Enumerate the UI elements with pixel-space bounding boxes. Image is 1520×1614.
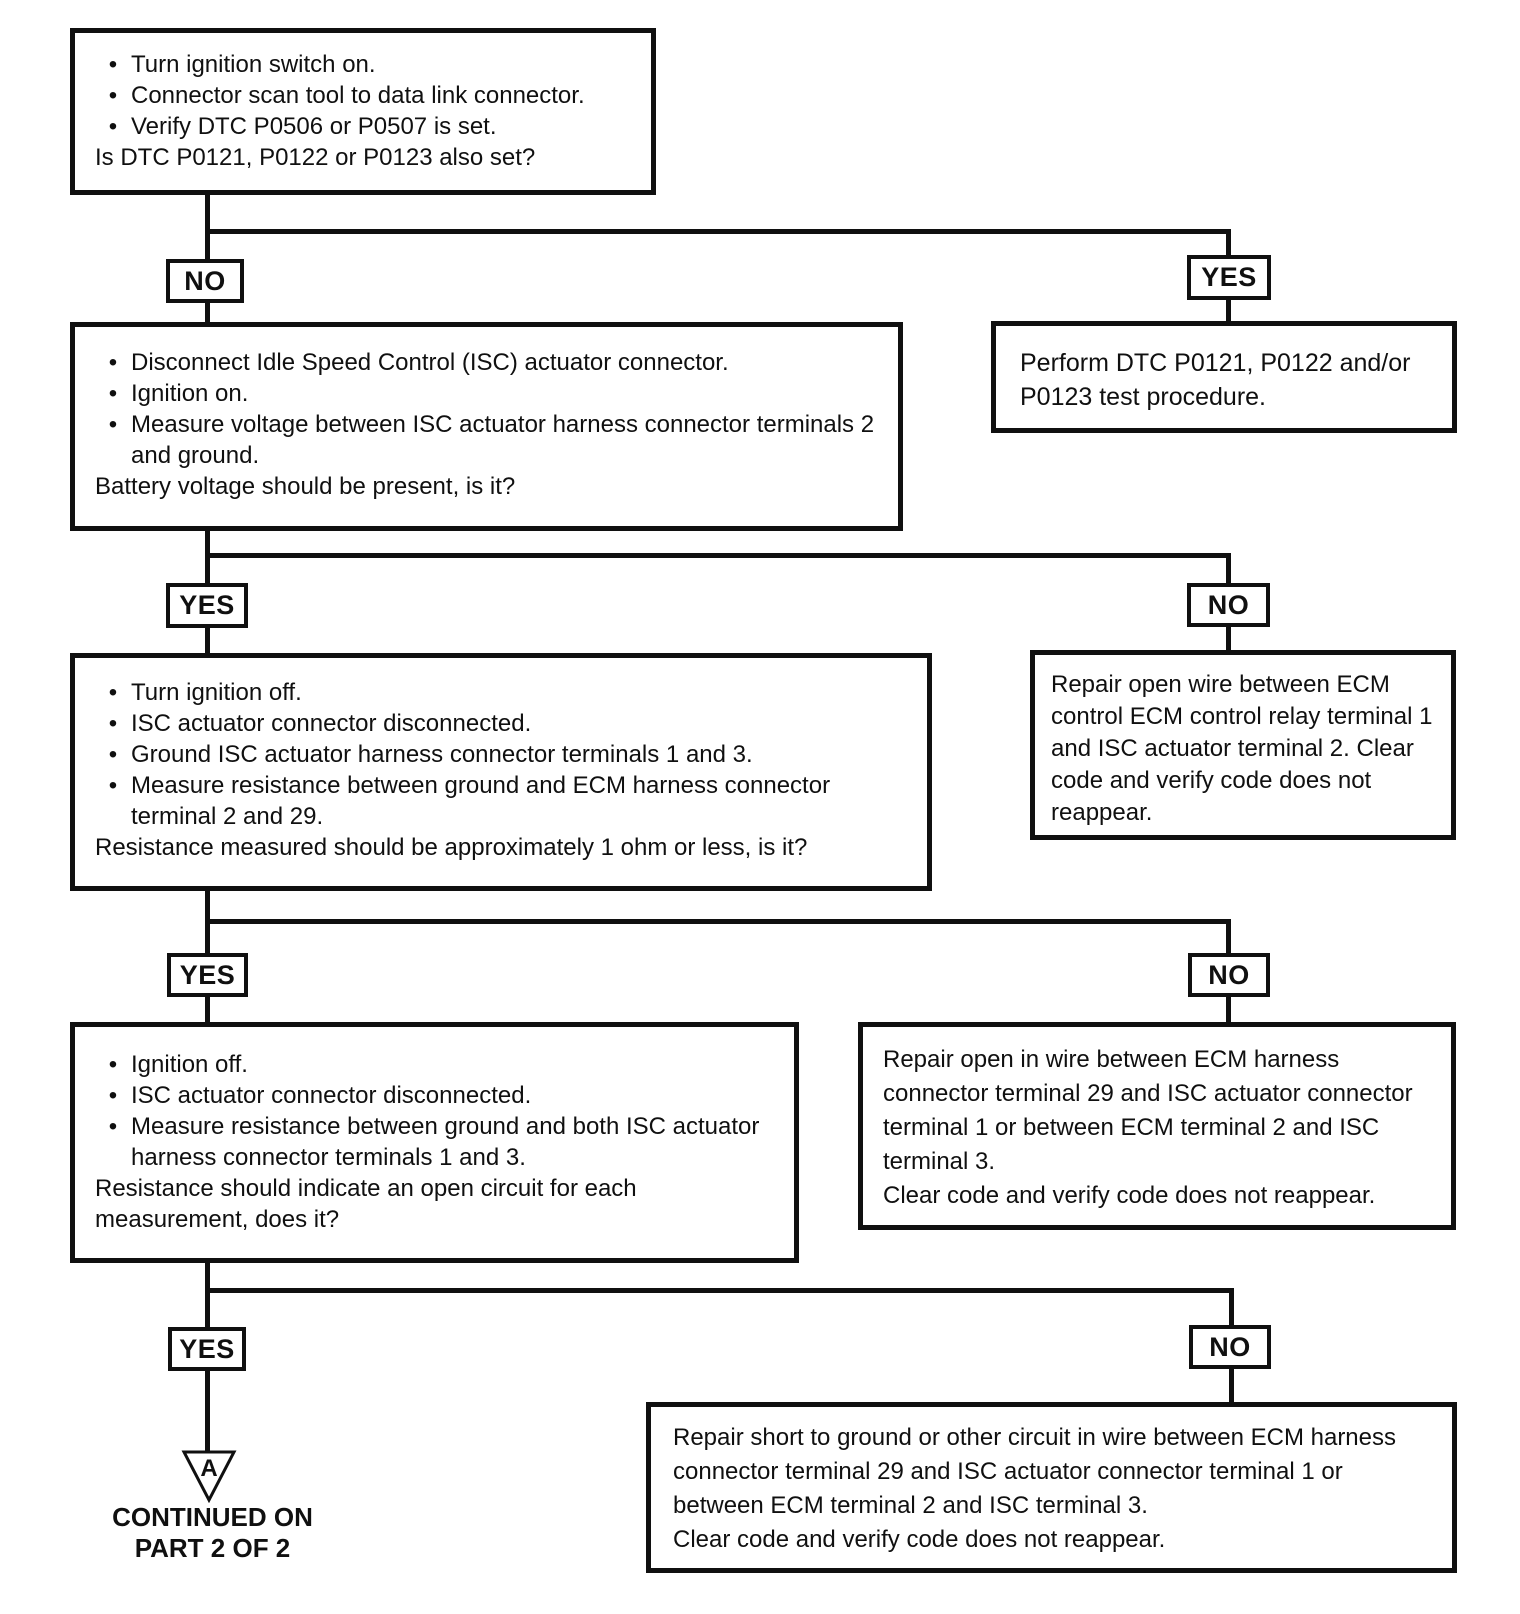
connector-line [205, 995, 210, 1024]
result-box-repair-short-to-ground: Repair short to ground or other circuit … [646, 1402, 1457, 1573]
bullet-icon: • [108, 380, 118, 407]
connector-line [1229, 1288, 1234, 1327]
connector-line [205, 301, 210, 324]
bullet-text: ISC actuator connector disconnected. [131, 1082, 532, 1109]
question-text: Resistance should indicate an open circu… [95, 1175, 637, 1233]
connector-line [1226, 229, 1231, 257]
continued-caption-line2: PART 2 OF 2 [134, 1533, 291, 1563]
bullet-item: • ISC actuator connector disconnected. [95, 1080, 774, 1111]
bullet-icon: • [108, 741, 118, 768]
bullet-text: Turn ignition off. [131, 679, 302, 706]
bullet-text: Ignition off. [131, 1051, 248, 1078]
connector-line [205, 1369, 210, 1453]
result-text: Clear code and verify code does not reap… [883, 1182, 1376, 1209]
bullet-item: • Measure resistance between ground and … [95, 1111, 774, 1173]
bullet-text: Disconnect Idle Speed Control (ISC) actu… [131, 349, 729, 376]
bullet-text: Measure voltage between ISC actuator har… [131, 411, 875, 469]
connector-line [205, 229, 1231, 234]
question-text: Battery voltage should be present, is it… [95, 473, 516, 500]
branch-label-no-4: NO [1189, 1325, 1271, 1369]
branch-label-no-1: NO [166, 259, 244, 303]
bullet-text: Ground ISC actuator harness connector te… [131, 741, 753, 768]
question-text: Resistance measured should be approximat… [95, 834, 808, 861]
connector-line [1226, 553, 1231, 585]
result-text: Clear code and verify code does not reap… [673, 1526, 1166, 1553]
result-box-repair-open-in-wire: Repair open in wire between ECM harness … [858, 1022, 1456, 1230]
bullet-text: Measure resistance between ground and bo… [131, 1113, 760, 1171]
connector-line [205, 1261, 210, 1327]
branch-label-no-2: NO [1187, 583, 1270, 627]
bullet-item: • Ignition on. [95, 378, 878, 409]
branch-label-yes-3: YES [167, 953, 248, 997]
bullet-text: ISC actuator connector disconnected. [131, 710, 532, 737]
bullet-item: • Ground ISC actuator harness connector … [95, 739, 907, 770]
bullet-item: • Disconnect Idle Speed Control (ISC) ac… [95, 347, 878, 378]
bullet-icon: • [108, 772, 118, 799]
result-text: Perform DTC P0121, P0122 and/or P0123 te… [1020, 349, 1411, 411]
connector-line [1229, 1367, 1234, 1404]
result-text: Repair open in wire between ECM harness … [883, 1046, 1413, 1175]
bullet-text: Verify DTC P0506 or P0507 is set. [131, 113, 497, 140]
bullet-item: • Turn ignition switch on. [95, 49, 631, 80]
decision-box-check-dtc: • Turn ignition switch on. • Connector s… [70, 28, 656, 195]
connector-line [1226, 919, 1231, 955]
bullet-item: • Measure voltage between ISC actuator h… [95, 409, 878, 471]
result-text: Repair short to ground or other circuit … [673, 1424, 1396, 1519]
bullet-icon: • [108, 349, 118, 376]
decision-box-check-open-circuit: • Ignition off. • ISC actuator connector… [70, 1022, 799, 1263]
bullet-text: Ignition on. [131, 380, 249, 407]
bullet-icon: • [108, 710, 118, 737]
offpage-connector-a-icon: A [181, 1450, 237, 1503]
question-text: Is DTC P0121, P0122 or P0123 also set? [95, 144, 536, 171]
result-box-repair-open-wire: Repair open wire between ECM control ECM… [1030, 650, 1456, 840]
bullet-item: • Ignition off. [95, 1049, 774, 1080]
bullet-text: Connector scan tool to data link connect… [131, 82, 585, 109]
connector-line [205, 553, 1231, 558]
branch-label-yes-1: YES [1187, 255, 1271, 300]
decision-box-check-resistance-ecm: • Turn ignition off. • ISC actuator conn… [70, 653, 932, 891]
offpage-letter: A [200, 1455, 217, 1482]
bullet-icon: • [108, 82, 118, 109]
connector-line [205, 919, 1231, 924]
bullet-icon: • [108, 1113, 118, 1140]
connector-line [205, 193, 210, 261]
bullet-icon: • [108, 1082, 118, 1109]
bullet-item: • ISC actuator connector disconnected. [95, 708, 907, 739]
bullet-icon: • [108, 113, 118, 140]
bullet-item: • Turn ignition off. [95, 677, 907, 708]
triangle-icon [181, 1450, 237, 1503]
bullet-icon: • [108, 679, 118, 706]
connector-line [1226, 995, 1231, 1024]
branch-label-yes-2: YES [166, 583, 248, 628]
bullet-text: Turn ignition switch on. [131, 51, 376, 78]
connector-line [1226, 625, 1231, 652]
connector-line [205, 1288, 1234, 1293]
branch-label-no-3: NO [1188, 953, 1270, 997]
continued-caption: CONTINUED ON PART 2 OF 2 [95, 1502, 330, 1564]
continued-caption-line1: CONTINUED ON [112, 1502, 313, 1532]
result-text: Repair open wire between ECM control ECM… [1051, 671, 1433, 826]
decision-box-check-battery-voltage: • Disconnect Idle Speed Control (ISC) ac… [70, 322, 903, 531]
branch-label-yes-4: YES [168, 1327, 246, 1371]
result-box-perform-dtc-test: Perform DTC P0121, P0122 and/or P0123 te… [991, 321, 1457, 433]
bullet-icon: • [108, 1051, 118, 1078]
bullet-item: • Connector scan tool to data link conne… [95, 80, 631, 111]
bullet-icon: • [108, 411, 118, 438]
connector-line [1226, 298, 1231, 323]
bullet-item: • Measure resistance between ground and … [95, 770, 907, 832]
bullet-icon: • [108, 51, 118, 78]
bullet-item: • Verify DTC P0506 or P0507 is set. [95, 111, 631, 142]
bullet-text: Measure resistance between ground and EC… [131, 772, 831, 830]
connector-line [205, 626, 210, 655]
